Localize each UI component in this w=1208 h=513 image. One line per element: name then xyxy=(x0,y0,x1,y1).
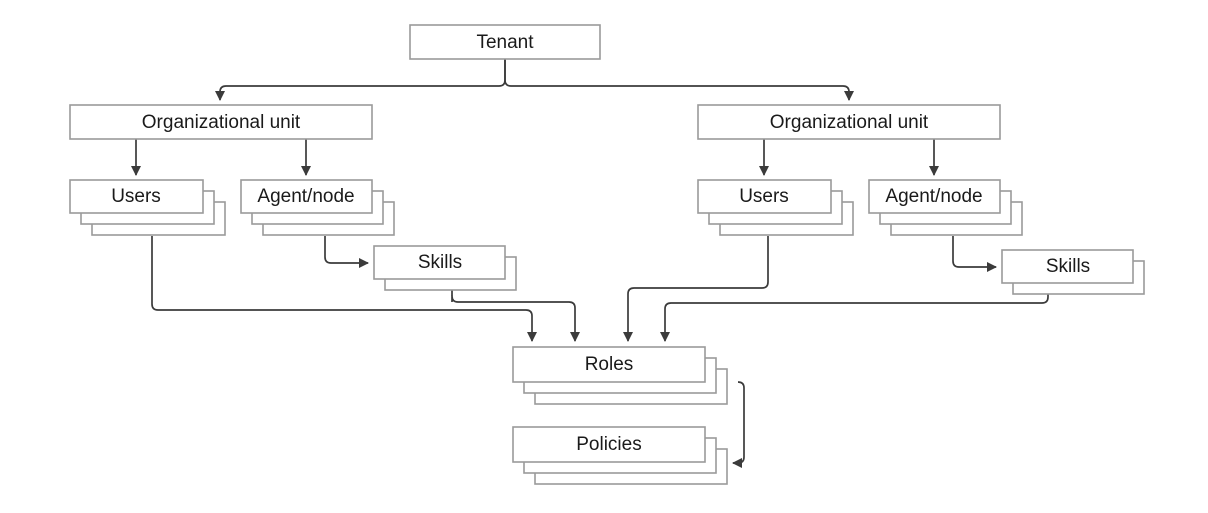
edge-skills-right-to-roles xyxy=(659,294,1049,343)
edge-layer xyxy=(130,59,1049,469)
node-skills-left-label: Skills xyxy=(418,252,462,273)
node-roles[interactable]: Roles xyxy=(512,346,728,405)
node-skills-right-label: Skills xyxy=(1046,256,1090,277)
node-users-right-label: Users xyxy=(739,186,789,207)
node-policies[interactable]: Policies xyxy=(512,426,728,485)
edge-users-right-to-roles xyxy=(622,236,769,343)
edge-skills-left-to-roles xyxy=(451,295,581,343)
node-org-unit-right[interactable]: Organizational unit xyxy=(697,104,1001,140)
node-users-left[interactable]: Users xyxy=(69,179,226,236)
node-org-unit-right-label: Organizational unit xyxy=(770,112,929,133)
node-roles-label: Roles xyxy=(585,354,634,375)
node-tenant-label: Tenant xyxy=(476,32,534,53)
node-org-unit-left-label: Organizational unit xyxy=(142,112,301,133)
edge-tenant-to-org-left xyxy=(214,59,506,102)
node-agent-node-left-label: Agent/node xyxy=(257,186,354,207)
node-skills-left[interactable]: Skills xyxy=(373,245,517,291)
node-skills-right[interactable]: Skills xyxy=(1001,249,1145,295)
edge-tenant-to-org-right xyxy=(504,59,855,102)
edge-users-left-to-roles xyxy=(151,236,538,343)
edge-roles-to-policies xyxy=(731,381,745,469)
node-org-unit-left[interactable]: Organizational unit xyxy=(69,104,373,140)
node-users-right[interactable]: Users xyxy=(697,179,854,236)
node-agent-node-left[interactable]: Agent/node xyxy=(240,179,395,236)
edge-agent-right-to-skills-right xyxy=(952,236,998,273)
node-agent-node-right[interactable]: Agent/node xyxy=(868,179,1023,236)
edge-agent-left-to-skills-left xyxy=(324,236,370,269)
node-layer: Tenant Organizational unit Organizationa… xyxy=(69,24,1145,485)
node-users-left-label: Users xyxy=(111,186,161,207)
node-tenant[interactable]: Tenant xyxy=(409,24,601,60)
node-policies-label: Policies xyxy=(576,434,641,455)
node-agent-node-right-label: Agent/node xyxy=(885,186,982,207)
